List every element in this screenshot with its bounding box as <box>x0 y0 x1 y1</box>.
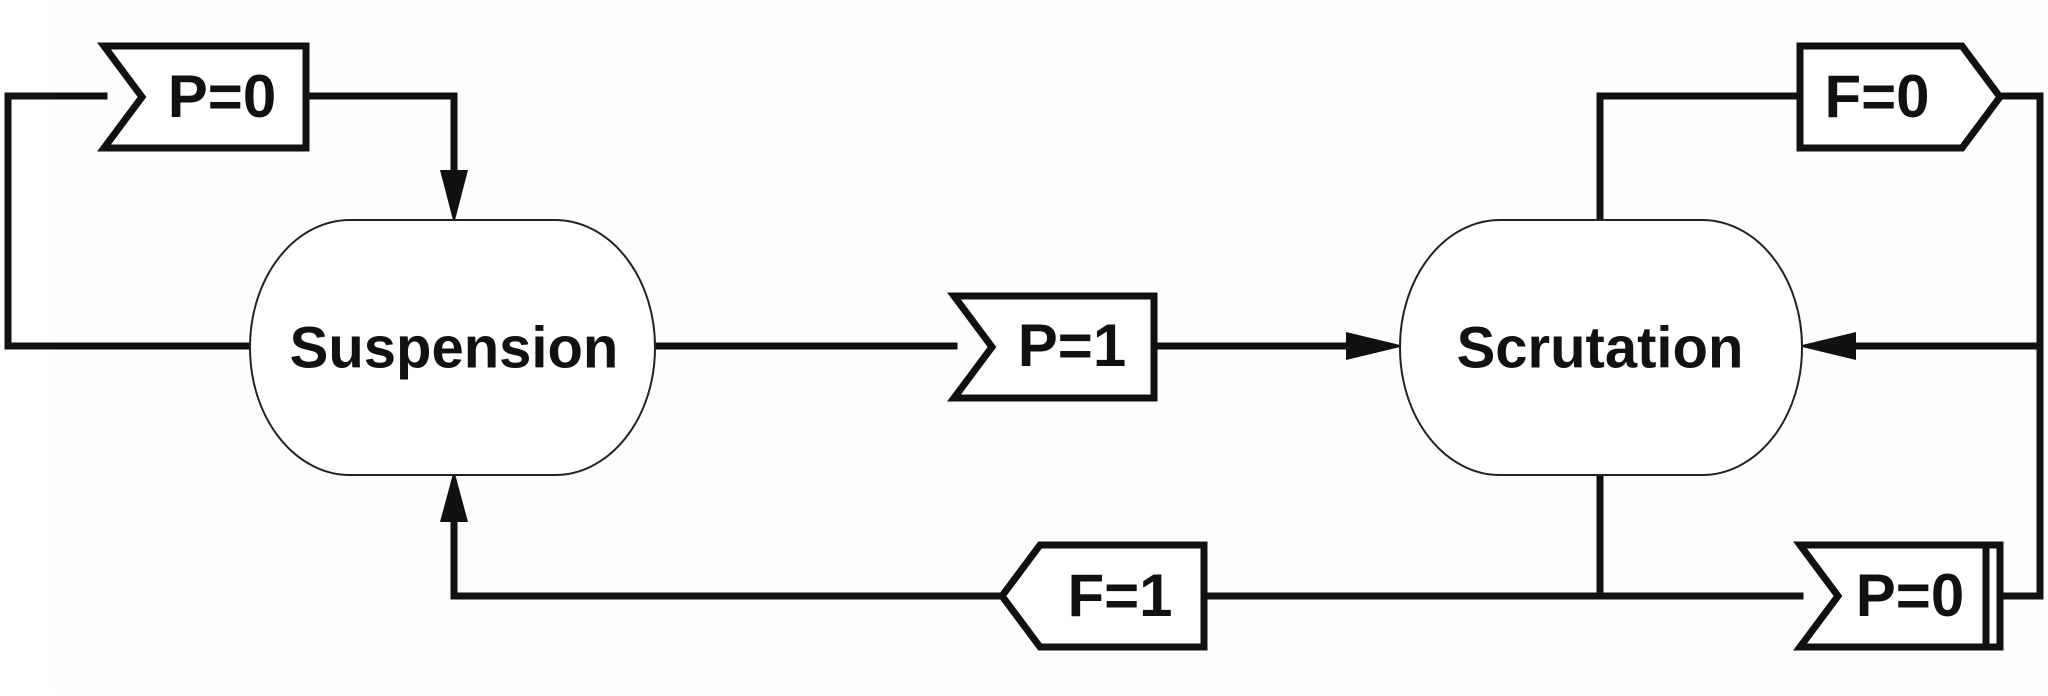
input-signal-middle-label: P=1 <box>1018 312 1126 379</box>
output-signal-bottom-label: F=1 <box>1067 562 1172 629</box>
connector-f0-return <box>1846 92 2044 350</box>
input-signal-top-left: P=0 <box>97 42 310 152</box>
saved-input-signal-bottom-right: P=0 <box>1793 541 2004 651</box>
input-signal-top-left-label: P=0 <box>168 63 276 130</box>
state-scrutation-label: Scrutation <box>1457 315 1744 380</box>
state-scrutation: Scrutation <box>1399 219 1803 476</box>
connector-p0-to-suspension <box>302 92 458 178</box>
arrowhead-left-into-scrutation <box>1798 332 1856 360</box>
output-signal-bottom: F=1 <box>997 541 1208 651</box>
input-signal-middle: P=1 <box>947 292 1158 402</box>
connector-suspension-loop <box>4 92 254 350</box>
connector-scrutation-to-f0 <box>1596 92 1804 224</box>
arrowhead-right-into-scrutation <box>1346 332 1404 360</box>
arrowhead-down-into-suspension <box>440 170 468 224</box>
output-signal-top-right: F=0 <box>1796 42 2005 152</box>
state-suspension: Suspension <box>249 219 656 476</box>
connector-f1-to-suspension <box>450 516 1006 600</box>
saved-input-signal-bottom-right-label: P=0 <box>1856 562 1964 629</box>
connector-saved-p0-return <box>1996 342 2044 600</box>
arrowhead-up-into-suspension <box>440 470 468 522</box>
output-signal-top-right-label: F=0 <box>1824 63 1929 130</box>
state-suspension-label: Suspension <box>290 315 619 380</box>
